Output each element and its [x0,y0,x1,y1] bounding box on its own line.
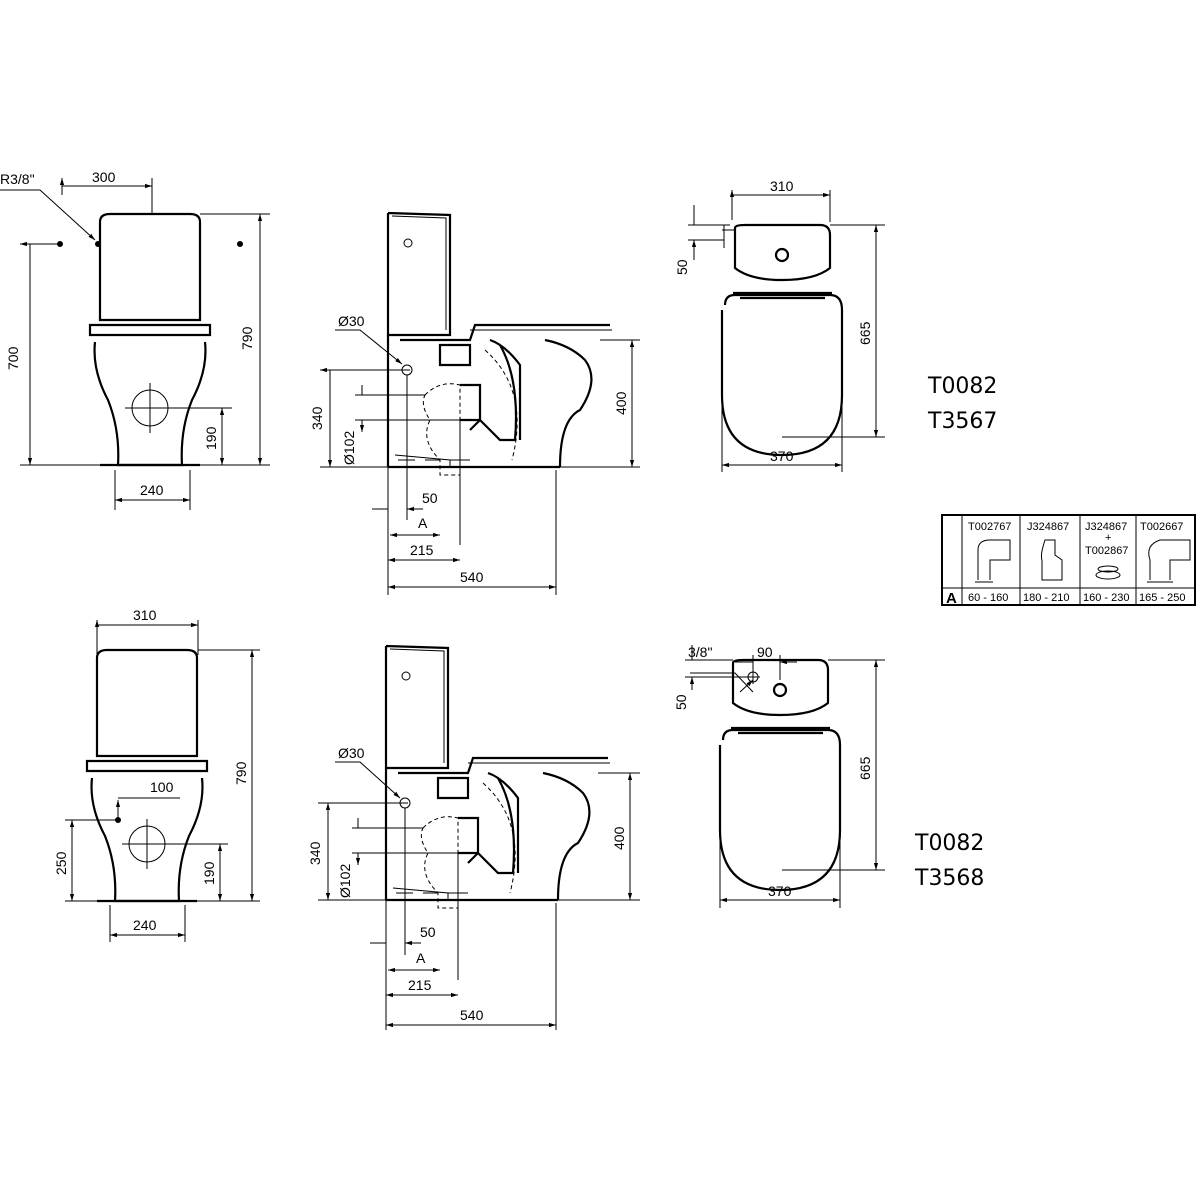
dim-d102: Ø102 [341,431,357,465]
dim-340: 340 [309,406,325,430]
connector-range: 160 - 230 [1083,592,1129,604]
dim-50-plan: 50 [674,259,690,275]
dim-90: 90 [757,644,773,660]
bottom-side-view: Ø30 340 Ø102 400 50 A 215 540 [307,644,640,1030]
dim-50: 50 [420,924,436,940]
top-side-view: Ø30 340 Ø102 400 50 A 215 540 [309,211,640,595]
dim-540: 540 [460,1007,484,1023]
dim-700: 700 [5,346,21,370]
dim-310: 310 [770,178,794,194]
top-front-view: R3/8" 300 700 790 190 240 [0,169,270,510]
dim-a: A [418,515,428,531]
dim-790: 790 [239,326,255,350]
dim-a: A [416,950,426,966]
dim-240: 240 [133,917,157,933]
dim-665: 665 [857,321,873,345]
dim-790: 790 [233,761,249,785]
dim-100: 100 [150,779,174,795]
product-code: T3568 [914,866,984,891]
connector-code: J324867 [1085,521,1127,533]
dim-250: 250 [53,851,69,875]
dim-190: 190 [203,426,219,450]
product-code: T3567 [927,409,997,434]
dim-310: 310 [133,607,157,623]
dim-370: 370 [768,883,792,899]
connector-range: 180 - 210 [1023,592,1069,604]
bottom-plan-view: 3/8" 90 50 665 370 [673,644,885,908]
connector-range: 60 - 160 [968,592,1008,604]
connector-icon [975,539,1191,583]
dim-400: 400 [613,391,629,415]
dim-50-plan: 50 [673,694,689,710]
connector-table: A T002767 J324867 J324867 + T002867 T002… [941,514,1196,607]
row-label-a: A [946,590,957,607]
connector-code: T002667 [1140,521,1183,533]
connector-plus: + [1105,532,1111,544]
dim-d30: Ø30 [338,313,365,329]
dim-400: 400 [611,826,627,850]
dim-665: 665 [857,756,873,780]
dim-d102: Ø102 [337,864,353,898]
connector-code: T002867 [1085,545,1128,557]
connector-code: T002767 [968,521,1011,533]
dim-370: 370 [770,448,794,464]
thread-label: 3/8" [688,644,712,660]
dim-190: 190 [201,861,217,885]
connector-range: 165 - 250 [1139,592,1185,604]
dim-540: 540 [460,569,484,585]
dim-340: 340 [307,841,323,865]
product-code: T0082 [927,374,997,399]
dim-215: 215 [410,542,434,558]
dim-50: 50 [422,490,438,506]
dim-215: 215 [408,977,432,993]
dim-240: 240 [140,482,164,498]
thread-label: R3/8" [0,171,35,187]
dim-d30: Ø30 [338,745,365,761]
bottom-front-view: 310 790 100 250 190 240 [53,607,260,942]
dim-300: 300 [92,169,116,185]
top-plan-view: 310 50 665 370 [674,178,885,472]
product-code: T0082 [914,831,984,856]
connector-code: J324867 [1027,521,1069,533]
